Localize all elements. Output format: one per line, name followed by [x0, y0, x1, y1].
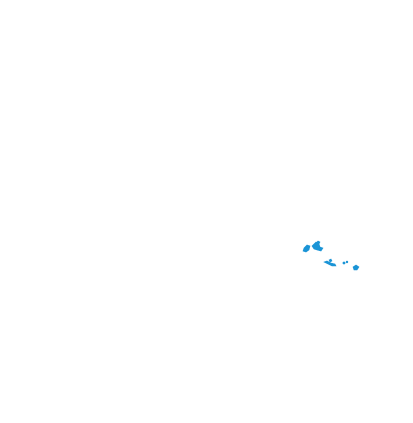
island-shape[interactable]: [328, 258, 333, 263]
highlighted-island-group[interactable]: [302, 240, 360, 271]
island-shape[interactable]: [315, 240, 321, 245]
island-dot[interactable]: [345, 260, 349, 264]
island-dot[interactable]: [342, 261, 346, 265]
island-shape[interactable]: [323, 260, 337, 267]
island-shape[interactable]: [352, 264, 360, 271]
island-shape[interactable]: [302, 244, 311, 253]
